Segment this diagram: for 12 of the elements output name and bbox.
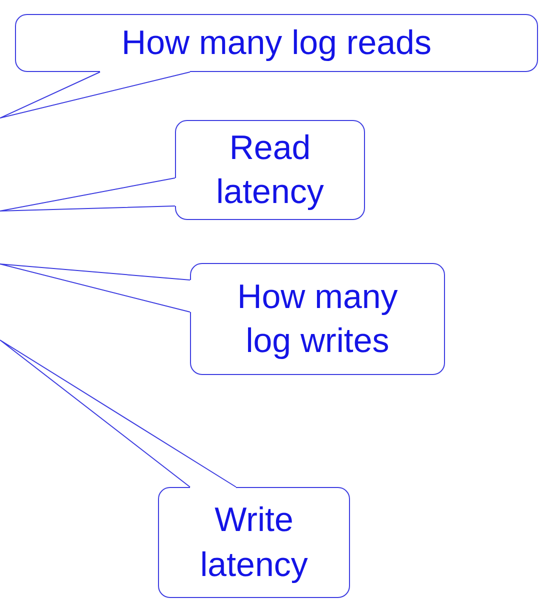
callout-box — [158, 487, 350, 598]
callout-text: How many log writes — [236, 276, 399, 362]
callout-box — [15, 14, 538, 72]
callout-tail — [0, 178, 176, 212]
callout-tail — [0, 72, 190, 118]
callout-text: Read latency — [215, 128, 325, 213]
callout-tail — [0, 264, 190, 312]
callout-text: How many log reads — [122, 22, 432, 64]
callout-box — [175, 120, 365, 220]
callout-text: Write latency — [199, 500, 309, 586]
callout-box — [190, 263, 445, 375]
callout-tail — [0, 340, 236, 488]
